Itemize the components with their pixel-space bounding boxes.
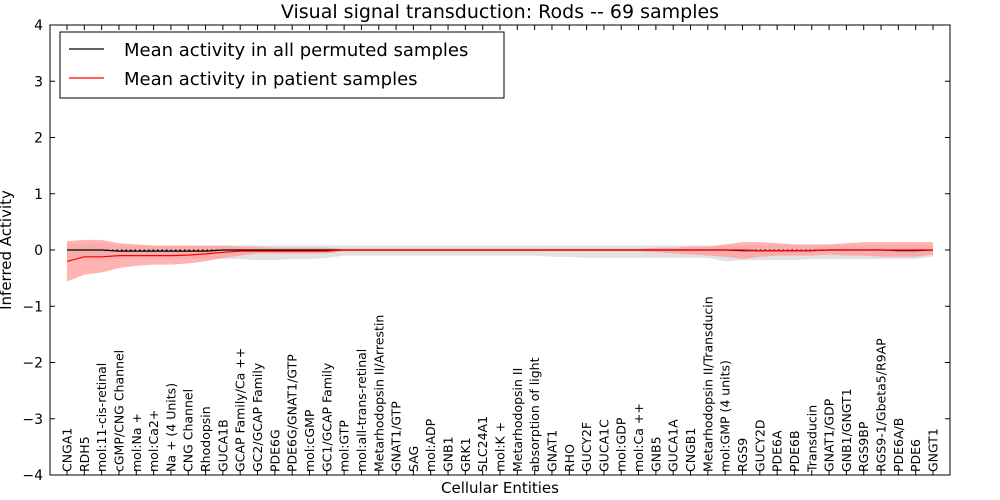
y-tick-label: 1 <box>34 187 43 203</box>
x-tick-label: GUCA1B <box>215 419 230 472</box>
x-tick-label: Rhodopsin <box>198 406 213 472</box>
x-tick-label: mol:ADP <box>423 418 438 472</box>
x-tick-label: GNGT1 <box>926 428 941 472</box>
y-tick-label: 2 <box>34 131 43 147</box>
x-tick-label: GUCY2D <box>752 419 767 472</box>
x-tick-label: Metarhodopsin II/Transducin <box>700 296 715 472</box>
y-tick-label: −1 <box>22 299 43 315</box>
x-tick-label: GNAT1 <box>545 430 560 472</box>
x-tick-label: RHO <box>562 444 577 472</box>
x-tick-label: Metarhodopsin II/Arrestin <box>371 315 386 472</box>
legend-box <box>59 31 505 99</box>
x-tick-label: PDE6G/GNAT1/GTP <box>285 354 300 472</box>
patient-mean-line <box>66 249 933 262</box>
x-tick-label: GC2/GCAP Family <box>250 362 265 472</box>
x-tick-label: GNB5 <box>648 436 663 472</box>
x-tick-label: GUCY2F <box>579 422 594 472</box>
x-tick-label: mol:Na + <box>129 413 144 472</box>
y-axis-label: Inferred Activity <box>0 190 15 310</box>
x-tick-label: Transducin <box>804 405 819 473</box>
x-tick-label: SLC24A1 <box>475 416 490 472</box>
x-tick-label: GCAP Family/Ca ++ <box>233 348 248 472</box>
x-tick-label: mol:Ca ++ <box>631 403 646 472</box>
x-tick-label: cGMP/CNG Channel <box>112 350 127 472</box>
y-tick-label: −2 <box>22 356 43 372</box>
x-tick-label: GNAT1/GTP <box>389 401 404 472</box>
x-tick-label: mol:Ca2+ <box>146 410 161 472</box>
x-tick-label: GNAT1/GDP <box>822 398 837 472</box>
x-tick-label: PDE6 <box>908 439 923 472</box>
x-tick-label: RGS9 <box>735 438 750 472</box>
confidence-bands <box>67 239 933 282</box>
y-ticks: −4 −3 −2 −1 0 1 2 3 4 <box>22 18 950 484</box>
legend: Mean activity in all permuted samples Me… <box>59 31 505 99</box>
x-tick-label: mol:GMP (4 units) <box>718 360 733 472</box>
y-tick-label: −3 <box>22 412 43 428</box>
x-tick-label: mol:11-cis-retinal <box>94 363 109 472</box>
legend-label-permuted: Mean activity in all permuted samples <box>124 40 468 61</box>
x-tick-label: GC1/GCAP Family <box>319 362 334 472</box>
x-tick-label: Metarhodopsin II <box>510 368 525 472</box>
x-tick-label: absorption of light <box>527 357 542 472</box>
x-tick-label: SAG <box>406 446 421 472</box>
legend-label-patient: Mean activity in patient samples <box>124 69 418 90</box>
x-tick-label: PDE6A <box>770 430 785 472</box>
x-tick-label: GUCA1C <box>596 419 611 472</box>
x-tick-label: RGS9-1/Gbeta5/R9AP <box>874 338 889 472</box>
x-axis-label: Cellular Entities <box>441 479 559 497</box>
x-tick-label: mol:cGMP <box>302 409 317 472</box>
x-tick-label: GNB1 <box>441 436 456 472</box>
x-tick-label: CNG Channel <box>181 389 196 472</box>
x-tick-label: CNGA1 <box>60 428 75 472</box>
y-tick-label: 0 <box>34 243 43 259</box>
chart-title: Visual signal transduction: Rods -- 69 s… <box>281 1 719 23</box>
x-tick-label: CNGB1 <box>683 428 698 472</box>
x-tick-label: GNB1/GNGT1 <box>839 388 854 472</box>
x-tick-label: GUCA1A <box>666 419 681 472</box>
y-tick-label: −4 <box>22 468 43 484</box>
y-tick-label: 4 <box>34 18 43 34</box>
x-tick-label: GRK1 <box>458 437 473 472</box>
x-tick-label: mol:GDP <box>614 417 629 472</box>
x-tick-label: RDH5 <box>77 436 92 472</box>
x-tick-label: PDE6G <box>267 429 282 472</box>
x-tick-label: RGS9BP <box>856 421 871 472</box>
x-tick-label: mol:GTP <box>337 420 352 472</box>
x-tick-label: PDE6B <box>787 430 802 472</box>
series-lines <box>66 249 934 262</box>
y-tick-label: 3 <box>34 74 43 90</box>
x-tick-label: PDE6A/B <box>891 418 906 472</box>
x-tick-label: Na + (4 Units) <box>163 383 178 472</box>
x-tick-label: mol:K + <box>493 422 508 472</box>
x-tick-label: mol:all-trans-retinal <box>354 349 369 472</box>
